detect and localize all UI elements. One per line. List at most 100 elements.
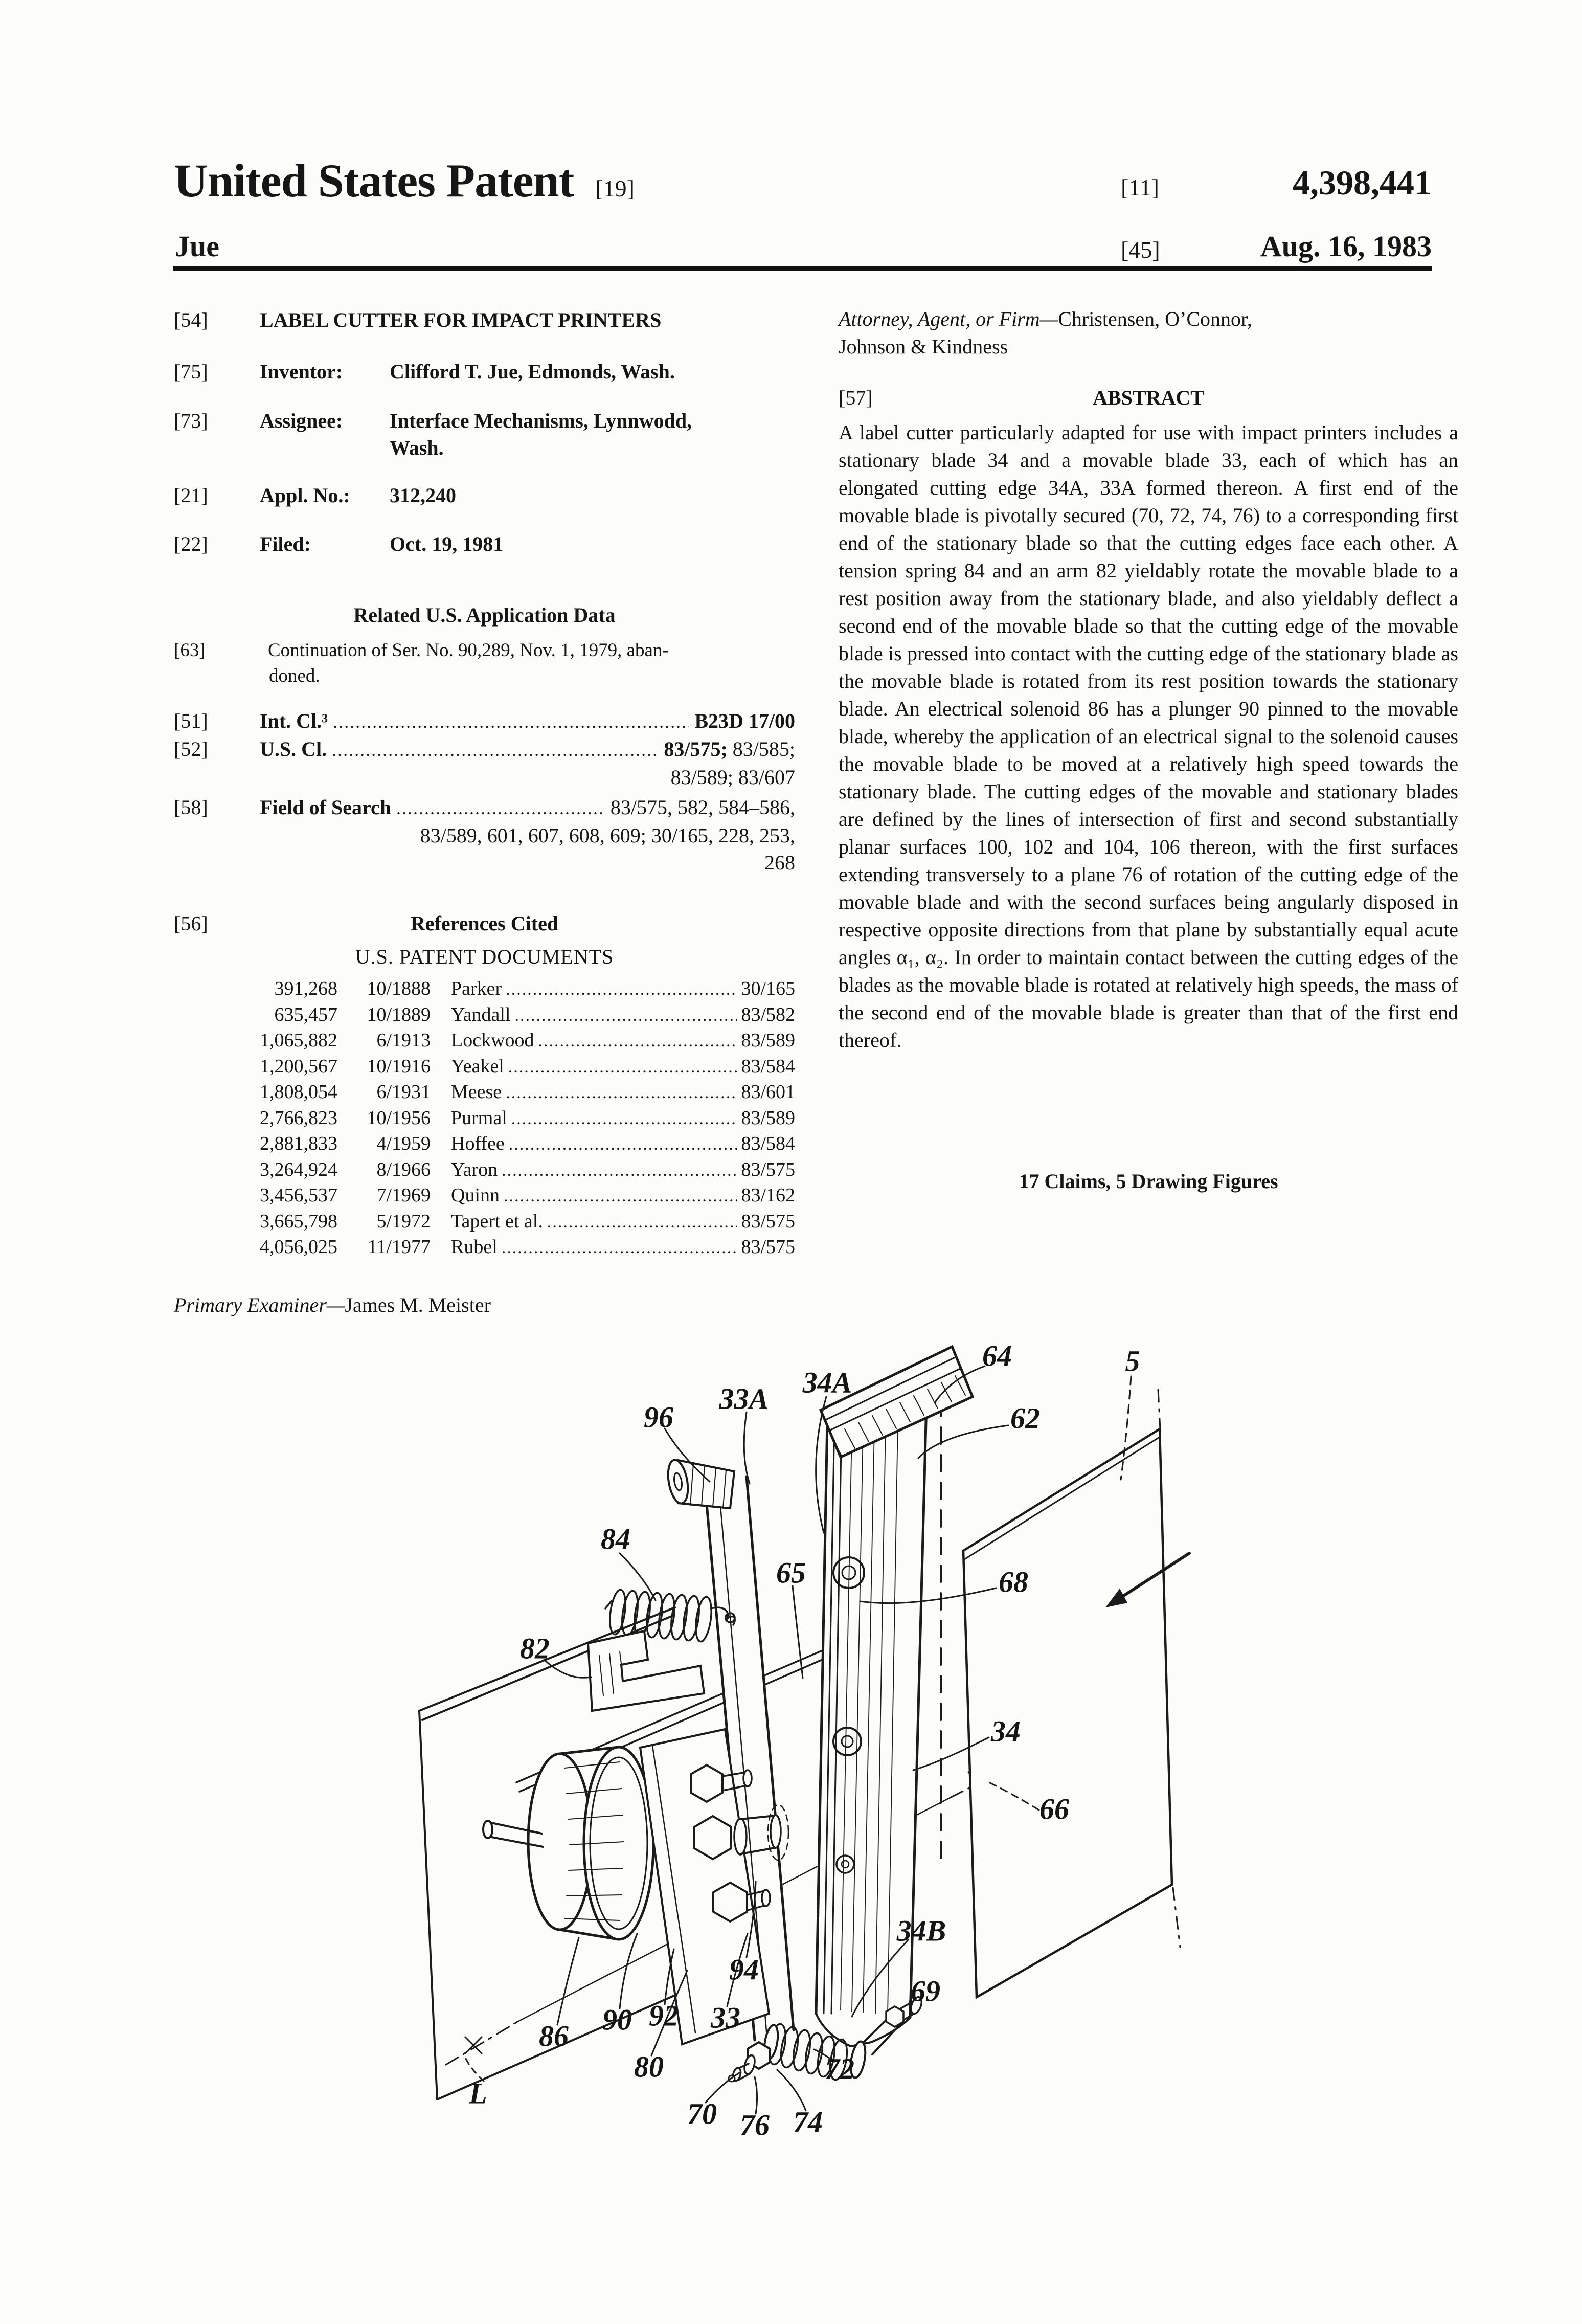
field-of-search-value3: 268 xyxy=(764,851,795,874)
ref-patent-number: 1,808,054 xyxy=(260,1081,337,1103)
inventor-label: Inventor: xyxy=(260,360,343,383)
mounting-plate xyxy=(639,1728,771,2046)
reference-row: 2,766,823 10/1956 Purmal 83/589 xyxy=(174,1106,795,1132)
ref-patent-number: 391,268 xyxy=(274,978,338,999)
back-plate-left-edge xyxy=(418,1710,438,2100)
field-tag: [63] xyxy=(174,640,206,661)
figure-ref-numeral: 74 xyxy=(793,2105,823,2139)
movable-blade-right-edge xyxy=(745,1475,795,2031)
abstract-column: Attorney, Agent, or Firm—Christensen, O’… xyxy=(839,299,1458,1195)
blade-screw-upper-inner xyxy=(841,1565,856,1580)
ref-patent-number: 3,456,537 xyxy=(260,1185,337,1206)
spring-bracket xyxy=(586,1629,706,1712)
ref-class: 83/575 xyxy=(741,1236,795,1258)
us-cl-value: 83/575; 83/585; xyxy=(664,735,795,763)
blade-sandwich-lines xyxy=(823,1416,843,2015)
bibliographic-column: [54] LABEL CUTTER FOR IMPACT PRINTERS [7… xyxy=(174,299,795,1319)
dot-leader xyxy=(509,1131,737,1157)
patent-drawing-figure: 96 33A 34A 64 5 62 65 84 68 82 34 6 xyxy=(389,1302,1207,2227)
references-cited-heading: References Cited xyxy=(410,912,559,935)
roller-end-cap xyxy=(667,1459,689,1505)
inventor-value: Clifford T. Jue, Edmonds, Wash. xyxy=(390,360,675,383)
field-tag: [51] xyxy=(174,709,208,732)
assignee-row: [73] Assignee: Interface Mechanisms, Lyn… xyxy=(174,407,795,461)
dot-leader xyxy=(508,1054,737,1080)
dot-leader xyxy=(332,735,659,764)
dot-leader xyxy=(515,1002,737,1029)
us-cl-primary: 83/575; xyxy=(664,738,728,761)
reference-row: 635,457 10/1889 Yandall 83/582 xyxy=(174,1002,796,1029)
attorney-firm-line1: Christensen, O’Connor, xyxy=(1058,307,1252,330)
roller-ribs xyxy=(690,1464,727,1509)
field-tag: [75] xyxy=(174,360,208,383)
field-tag: [21] xyxy=(174,484,208,507)
reference-row: 391,268 10/1888 Parker 30/165 xyxy=(174,976,796,1002)
field-of-search-value1: 83/575, 582, 584–586, xyxy=(610,796,795,819)
continuation-row: [63] Continuation of Ser. No. 90,289, No… xyxy=(174,638,795,689)
ref-class: 83/584 xyxy=(741,1133,795,1154)
ref-inventor-name: Yandall xyxy=(451,1003,511,1025)
ref-date: 7/1969 xyxy=(376,1185,431,1206)
us-cl-label: U.S. Cl. xyxy=(260,738,327,761)
dot-leader xyxy=(547,1209,737,1235)
patent-office-title: United States Patent[19] xyxy=(174,153,635,208)
ref-patent-number: 1,200,567 xyxy=(260,1055,337,1077)
ref-class: 83/162 xyxy=(741,1185,795,1206)
ref-class: 83/584 xyxy=(741,1055,795,1077)
figure-ref-numeral: 62 xyxy=(1010,1401,1040,1435)
ref-inventor-name: Purmal xyxy=(451,1107,507,1129)
filed-label: Filed: xyxy=(260,532,311,555)
figure-ref-numeral: 65 xyxy=(776,1556,806,1590)
inventor-row: [75] Inventor: Clifford T. Jue, Edmonds,… xyxy=(174,358,795,385)
ref-class: 83/589 xyxy=(741,1107,795,1129)
claims-figures-line: 17 Claims, 5 Drawing Figures xyxy=(1019,1170,1278,1193)
ref-inventor-name: Parker xyxy=(451,978,502,999)
figure-ref-numeral: 94 xyxy=(729,1953,759,1986)
field-tag: [22] xyxy=(174,532,208,555)
ref-inventor-name: Lockwood xyxy=(451,1030,534,1051)
blade-screw-middle-inner xyxy=(841,1735,854,1748)
dot-leader xyxy=(504,1183,737,1209)
pivot-spring-assembly xyxy=(728,2023,867,2083)
ref-inventor-name: Tapert et al. xyxy=(451,1210,543,1232)
dot-leader xyxy=(502,1235,737,1261)
us-cl-row: [52] U.S. Cl. 83/575; 83/585; xyxy=(174,735,795,764)
figure-ref-numeral: 64 xyxy=(982,1339,1012,1373)
abstract-heading-row: [57] ABSTRACT xyxy=(839,384,1458,412)
invention-title: LABEL CUTTER FOR IMPACT PRINTERS xyxy=(260,308,662,331)
dot-leader xyxy=(506,1080,737,1106)
figure-ref-numeral: 90 xyxy=(602,2003,632,2037)
axis-dashdot-lower xyxy=(445,2021,518,2066)
attorney-label: Attorney, Agent, or Firm— xyxy=(839,307,1058,330)
patent-number: 4,398,441 xyxy=(1293,163,1432,202)
field-tag: [56] xyxy=(174,912,208,935)
blade-screw-middle xyxy=(832,1727,862,1756)
ref-date: 6/1931 xyxy=(376,1081,431,1103)
sheet-edge-dashdot-bottom xyxy=(1172,1887,1181,1948)
figure-ref-numeral: 82 xyxy=(520,1632,550,1665)
ref-patent-number: 2,881,833 xyxy=(260,1133,337,1154)
field-of-search-value2: 83/589, 601, 607, 608, 609; 30/165, 228,… xyxy=(420,824,795,847)
roller-bore xyxy=(673,1472,683,1491)
assignee-line2: Wash. xyxy=(390,436,444,459)
solenoid xyxy=(482,1746,655,1941)
patent-number-tag: [11] xyxy=(1121,174,1159,200)
ref-inventor-name: Meese xyxy=(451,1081,502,1103)
us-cl-secondary: 83/585; xyxy=(727,738,795,761)
ref-inventor-name: Quinn xyxy=(451,1185,500,1206)
ref-date: 10/1889 xyxy=(367,1003,431,1025)
axis-tick-lower xyxy=(464,2036,483,2054)
ref-class: 83/601 xyxy=(741,1081,795,1103)
assignee-label: Assignee: xyxy=(260,409,343,432)
ref-date: 6/1913 xyxy=(376,1030,431,1051)
ref-class: 83/575 xyxy=(741,1210,795,1232)
filed-date: Oct. 19, 1981 xyxy=(390,532,504,555)
header-rule xyxy=(173,266,1432,271)
ref-date: 4/1959 xyxy=(376,1133,431,1154)
ref-date: 10/1956 xyxy=(367,1107,431,1129)
related-data-heading: Related U.S. Application Data xyxy=(353,604,616,627)
dot-leader xyxy=(396,794,605,822)
filed-row: [22] Filed: Oct. 19, 1981 xyxy=(174,530,795,557)
ref-inventor-name: Yeakel xyxy=(451,1055,504,1077)
dot-leader xyxy=(333,707,689,735)
